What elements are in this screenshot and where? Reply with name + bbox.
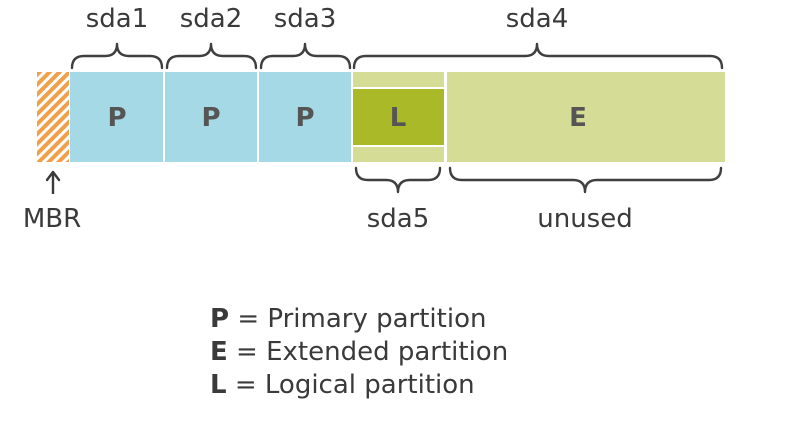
legend-key: P [210, 304, 230, 334]
unused-label: unused [537, 204, 632, 234]
logical-block-letter: L [390, 103, 407, 133]
extended-divider [444, 72, 447, 162]
legend-text: = Primary partition [237, 304, 487, 334]
primary-partition-sda3 [259, 72, 351, 162]
mbr-block [37, 72, 69, 162]
primary-block-letter-2: P [201, 103, 220, 133]
sda3-brace [259, 42, 352, 70]
primary-block-letter-1: P [107, 103, 126, 133]
legend-row-extended: E = Extended partition [210, 336, 508, 369]
unused-brace [448, 166, 723, 194]
primary-partition-sda2 [165, 72, 257, 162]
sda4-label: sda4 [506, 4, 569, 34]
mbr-arrow-icon [45, 170, 61, 194]
sda3-label: sda3 [274, 4, 337, 34]
sda1-brace [70, 42, 164, 70]
mbr-label: MBR [23, 204, 81, 234]
sda1-label: sda1 [86, 4, 149, 34]
legend-text: = Extended partition [236, 337, 509, 367]
primary-partition-sda1 [70, 72, 163, 162]
legend-key: E [210, 337, 228, 367]
sda5-brace [354, 166, 442, 194]
sda4-brace [352, 42, 724, 70]
legend-text: = Logical partition [234, 370, 475, 400]
sda5-label: sda5 [367, 204, 430, 234]
primary-block-letter-3: P [295, 103, 314, 133]
legend-row-primary: P = Primary partition [210, 303, 508, 336]
logical-partition-sda5 [353, 89, 444, 145]
extended-block-letter: E [569, 103, 587, 133]
legend-row-logical: L = Logical partition [210, 369, 508, 402]
sda2-brace [165, 42, 258, 70]
legend-key: L [210, 370, 227, 400]
sda2-label: sda2 [180, 4, 243, 34]
legend: P = Primary partition E = Extended parti… [210, 303, 508, 402]
